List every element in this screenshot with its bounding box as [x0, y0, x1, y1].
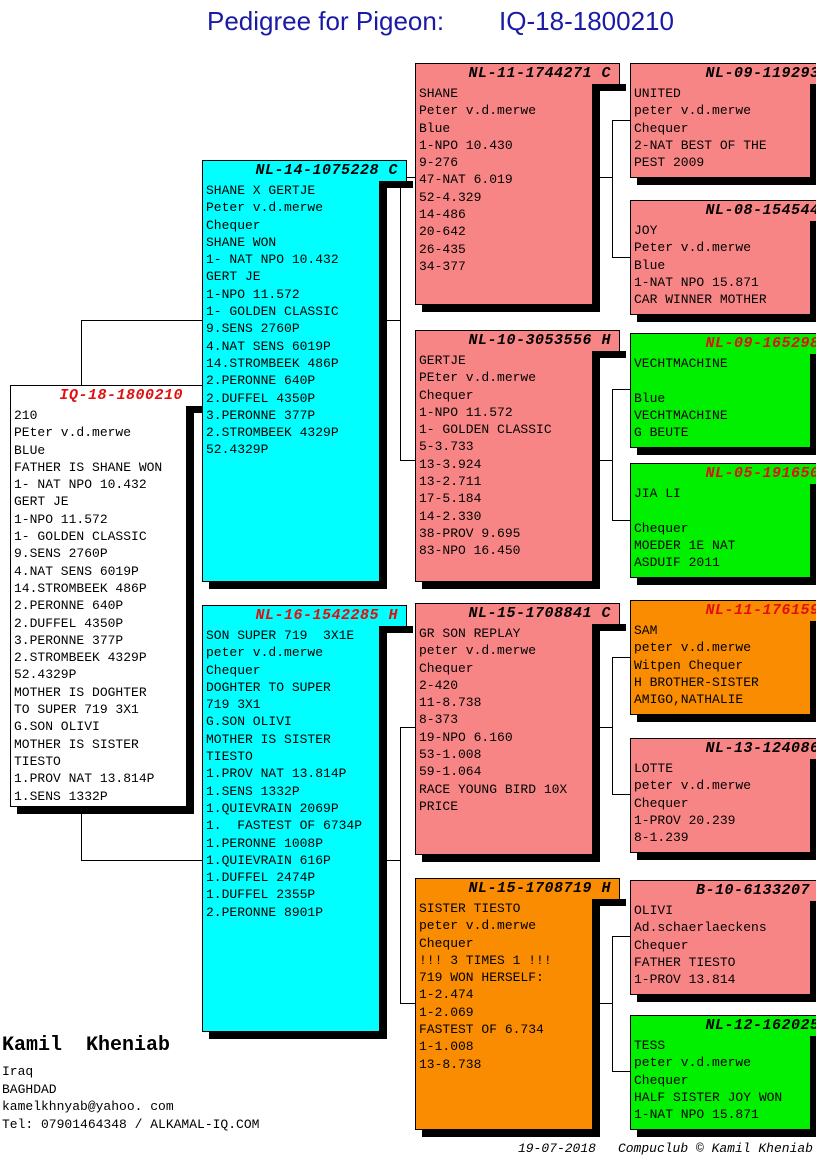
ring-number-subject: IQ-18-1800210: [10, 385, 220, 413]
connector-line: [591, 727, 612, 728]
page-title-ring-number: IQ-18-1800210: [499, 6, 674, 36]
pigeon-details-dam: SON SUPER 719 3X1E peter v.d.merwe Chequ…: [206, 628, 363, 920]
pedigree-box-dam-dam-dam: NL-12-1620258 TESS peter v.d.merwe Chequ…: [630, 1015, 816, 1130]
connector-line: [612, 657, 630, 658]
pigeon-details-dam-dam-dam: TESS peter v.d.merwe Chequer HALF SISTER…: [634, 1038, 783, 1123]
pigeon-details-dam-dam-sire: OLIVI Ad.schaerlaeckens Chequer FATHER T…: [634, 903, 767, 988]
connector-line: [400, 460, 415, 461]
connector-line: [612, 1071, 630, 1072]
owner-contact-details: Iraq BAGHDAD kamelkhnyab@yahoo. com Tel:…: [2, 1064, 260, 1132]
connector-line: [81, 860, 202, 861]
connector-line: [591, 1003, 612, 1004]
connector-line: [612, 120, 630, 121]
pigeon-details-subject: 210 PEter v.d.merwe BLUe FATHER IS SHANE…: [14, 408, 163, 804]
ring-number-dam-sire-dam: NL-13-1240861: [630, 738, 816, 766]
owner-name: Kamil Kheniab: [2, 1034, 171, 1057]
page-title: Pedigree for Pigeon: IQ-18-1800210: [207, 6, 674, 37]
pedigree-box-dam-sire-dam: NL-13-1240861 LOTTE peter v.d.merwe Cheq…: [630, 738, 816, 853]
pigeon-details-sire-dam-dam: JIA LI Chequer MOEDER 1E NAT ASDUIF 2011: [634, 486, 736, 571]
pedigree-box-sire-dam: NL-10-3053556 H GERTJE PEter v.d.merwe C…: [415, 330, 626, 582]
pigeon-details-sire-sire-dam: JOY Peter v.d.merwe Blue 1-NAT NPO 15.87…: [634, 223, 767, 308]
pedigree-box-sire-sire-sire: NL-09-1192935 UNITED peter v.d.merwe Che…: [630, 63, 816, 178]
ring-number-dam-sire-sire: NL-11-1761596: [630, 600, 816, 628]
pigeon-details-sire-sire-sire: UNITED peter v.d.merwe Chequer 2-NAT BES…: [634, 86, 767, 171]
connector-line: [612, 520, 630, 521]
connector-line: [400, 727, 415, 728]
connector-line: [400, 177, 401, 461]
pigeon-details-dam-sire: GR SON REPLAY peter v.d.merwe Chequer 2-…: [419, 626, 568, 814]
pigeon-details-sire-dam: GERTJE PEter v.d.merwe Chequer 1-NPO 11.…: [419, 353, 552, 559]
pigeon-details-dam-sire-sire: SAM peter v.d.merwe Witpen Chequer H BRO…: [634, 623, 759, 708]
pigeon-details-sire-dam-sire: VECHTMACHINE Blue VECHTMACHINE G BEUTE: [634, 356, 728, 441]
ring-number-sire: NL-14-1075228 C: [202, 160, 413, 188]
footer-date: 19-07-2018: [517, 1141, 596, 1156]
pedigree-box-sire: NL-14-1075228 C SHANE X GERTJE Peter v.d…: [202, 160, 413, 582]
ring-number-sire-dam-sire: NL-09-1652988: [630, 333, 816, 361]
pedigree-box-sire-sire: NL-11-1744271 C SHANE Peter v.d.merwe Bl…: [415, 63, 626, 305]
connector-line: [612, 257, 630, 258]
pedigree-box-dam-sire-sire: NL-11-1761596 SAM peter v.d.merwe Witpen…: [630, 600, 816, 715]
ring-number-dam: NL-16-1542285 H: [202, 605, 413, 633]
ring-number-sire-sire-dam: NL-08-1545445: [630, 200, 816, 228]
pedigree-box-sire-dam-dam: NL-05-1916508 JIA LI Chequer MOEDER 1E N…: [630, 463, 816, 578]
connector-line: [400, 1003, 415, 1004]
pigeon-details-sire-sire: SHANE Peter v.d.merwe Blue 1-NPO 10.430 …: [419, 86, 537, 274]
connector-line: [612, 389, 613, 521]
pedigree-box-dam-dam-sire: B-10-6133207 C OLIVI Ad.schaerlaeckens C…: [630, 880, 816, 995]
pigeon-details-dam-dam: SISTER TIESTO peter v.d.merwe Chequer !!…: [419, 901, 552, 1072]
pedigree-box-dam-sire: NL-15-1708841 C GR SON REPLAY peter v.d.…: [415, 603, 626, 855]
connector-line: [378, 320, 400, 321]
connector-line: [612, 936, 613, 1072]
connector-line: [612, 389, 630, 390]
pedigree-box-sire-sire-dam: NL-08-1545445 JOY Peter v.d.merwe Blue 1…: [630, 200, 816, 315]
pigeon-details-sire: SHANE X GERTJE Peter v.d.merwe Chequer S…: [206, 183, 339, 458]
pedigree-box-dam: NL-16-1542285 H SON SUPER 719 3X1E peter…: [202, 605, 413, 1032]
connector-line: [81, 320, 82, 386]
pedigree-box-dam-dam: NL-15-1708719 H SISTER TIESTO peter v.d.…: [415, 878, 626, 1130]
connector-line: [81, 320, 202, 321]
ring-number-dam-dam: NL-15-1708719 H: [415, 878, 626, 906]
page-title-label: Pedigree for Pigeon:: [207, 6, 445, 36]
connector-line: [612, 657, 613, 795]
ring-number-dam-dam-dam: NL-12-1620258: [630, 1015, 816, 1043]
connector-line: [81, 805, 82, 861]
footer: 19-07-2018 Compuclub © Kamil Kheniab: [518, 1141, 813, 1156]
ring-number-sire-sire-sire: NL-09-1192935: [630, 63, 816, 91]
ring-number-sire-sire: NL-11-1744271 C: [415, 63, 626, 91]
footer-credit: Compuclub © Kamil Kheniab: [617, 1141, 813, 1156]
ring-number-dam-sire: NL-15-1708841 C: [415, 603, 626, 631]
connector-line: [591, 460, 612, 461]
pedigree-box-subject: IQ-18-1800210 210 PEter v.d.merwe BLUe F…: [10, 385, 220, 807]
connector-line: [612, 120, 613, 258]
pigeon-details-dam-sire-dam: LOTTE peter v.d.merwe Chequer 1-PROV 20.…: [634, 761, 752, 846]
ring-number-sire-dam: NL-10-3053556 H: [415, 330, 626, 358]
ring-number-dam-dam-sire: B-10-6133207 C: [630, 880, 816, 908]
connector-line: [591, 177, 612, 178]
connector-line: [400, 177, 415, 178]
connector-line: [378, 860, 400, 861]
owner-block: Kamil Kheniab Iraq BAGHDAD kamelkhnyab@y…: [2, 1034, 259, 1133]
connector-line: [400, 727, 401, 1004]
pedigree-box-sire-dam-sire: NL-09-1652988 VECHTMACHINE Blue VECHTMAC…: [630, 333, 816, 448]
connector-line: [612, 936, 630, 937]
ring-number-sire-dam-dam: NL-05-1916508: [630, 463, 816, 491]
connector-line: [612, 794, 630, 795]
